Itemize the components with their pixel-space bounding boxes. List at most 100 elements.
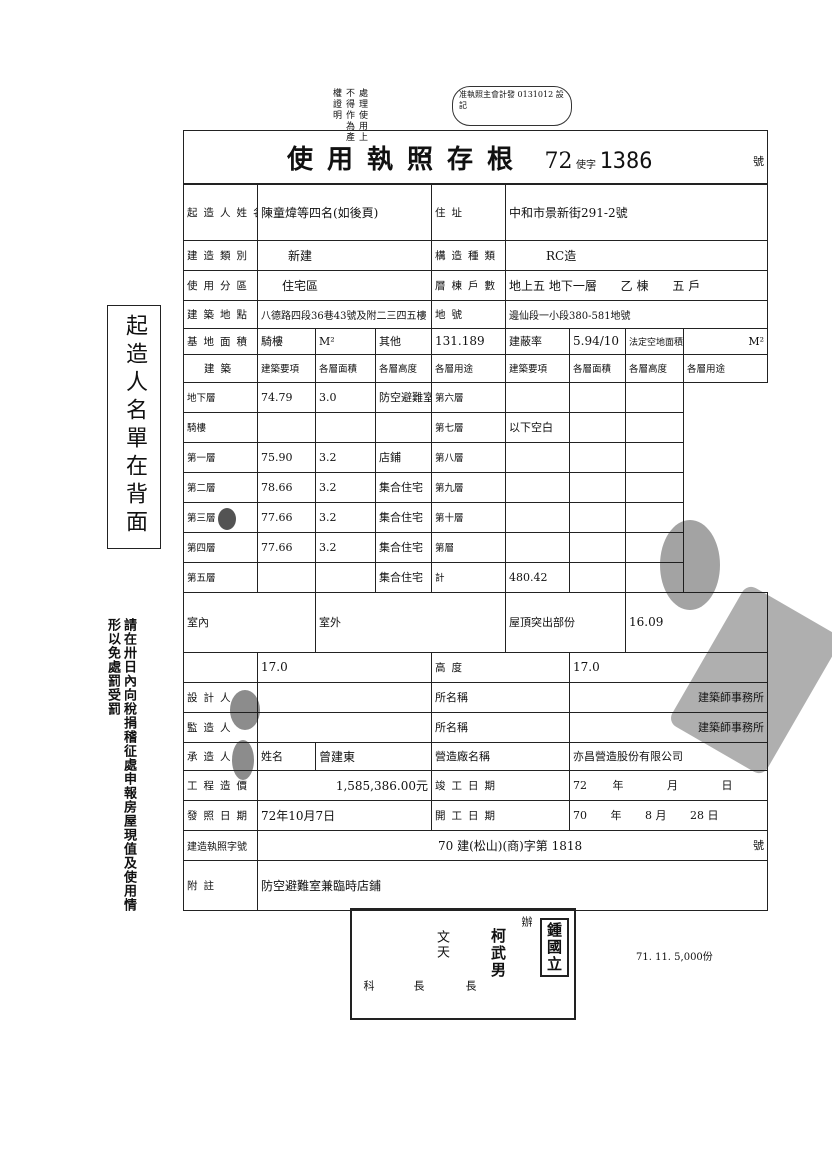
license-suffix: 號 xyxy=(753,154,765,168)
floor-cell-use: 店鋪 xyxy=(375,441,432,473)
signoff-name3: 鍾國立 xyxy=(540,918,569,977)
room-out-label: 室外 xyxy=(315,591,506,653)
units-suffix: 戶 xyxy=(688,278,701,293)
arcade-label: 騎樓 xyxy=(257,327,316,355)
permit-suffix: 號 xyxy=(753,838,765,852)
ink-blot xyxy=(232,740,254,780)
floor-cell-area2: 480.42 xyxy=(505,561,570,593)
contractor-name-value: 曾建東 xyxy=(315,741,432,771)
build-type-label: 建造類別 xyxy=(183,239,258,271)
floor-cell-name2: 第九層 xyxy=(431,471,506,503)
floor-row: 騎樓 第七層以下空白 xyxy=(183,411,768,443)
address-label: 住址 xyxy=(431,183,506,241)
floor-cell-height: 3.2 xyxy=(315,531,376,563)
floor-cell-use: 集合住宅 xyxy=(375,561,432,593)
build-type-value: 新建 xyxy=(257,239,432,271)
license-number: 1386 xyxy=(599,148,653,174)
floor-cell-use: 集合住宅 xyxy=(375,531,432,563)
floor-cell-area2 xyxy=(505,501,570,533)
floor-cell-use2 xyxy=(625,441,684,473)
floor-cell-area: 77.66 xyxy=(257,531,316,563)
fh-col7: 各層高度 xyxy=(625,353,684,383)
floor-cell-height2 xyxy=(569,531,626,563)
open-space-unit: M² xyxy=(682,327,769,355)
floor-cell-name2: 第六層 xyxy=(431,381,506,413)
floor-cell-height: 3.2 xyxy=(315,471,376,503)
floor-cell-height2 xyxy=(569,561,626,593)
top-stamp: 准執照主會計發 0131012 設記 xyxy=(452,86,572,126)
permit: 70 建(松山)(商)字第 1818 號 xyxy=(256,829,769,861)
signoff-c3: 長 xyxy=(464,980,477,993)
completion-d: 日 xyxy=(721,779,733,792)
structure-label: 構造種類 xyxy=(431,239,506,271)
arcade-unit: M² xyxy=(315,327,376,355)
supervisor-office-label: 所名稱 xyxy=(431,711,570,743)
form-footer: 71. 11. 5,000份 xyxy=(636,952,713,963)
floor-cell-name2: 第七層 xyxy=(431,411,506,443)
height-value-1: 17.0 xyxy=(257,651,432,683)
license-mid: 使字 xyxy=(576,159,597,171)
remark-value: 防空避難室兼臨時店鋪 xyxy=(256,859,769,911)
roof-label: 屋頂突出部份 xyxy=(505,591,626,653)
start-date: 70 年 8 月 28 日 xyxy=(568,799,769,831)
height-label: 高度 xyxy=(431,651,570,683)
area-label: 基地面積 xyxy=(183,327,258,355)
floor-cell-area2 xyxy=(505,381,570,413)
start-y: 年 xyxy=(610,809,622,822)
signoff-c4: 辦 xyxy=(520,916,533,929)
zoning-value: 住宅區 xyxy=(257,269,432,301)
signoff-c2: 長 xyxy=(412,980,425,993)
floor-cell-area xyxy=(257,411,316,443)
floor-cell-use2 xyxy=(625,381,684,413)
floor-cell-name2: 第十層 xyxy=(431,501,506,533)
fh-col3: 各層高度 xyxy=(375,353,432,383)
fh-col1: 建築要項 xyxy=(257,353,316,383)
floor-cell-area2 xyxy=(505,471,570,503)
block-value: 乙 xyxy=(620,278,633,293)
supervisor-office-value: 建築師事務所 xyxy=(568,711,769,743)
issue-value: 72年10月7日 xyxy=(257,799,432,831)
floor-cell-height: 3.2 xyxy=(315,501,376,533)
floor-cell-name2: 計 xyxy=(431,561,506,593)
address-value: 中和市景新街291-2號 xyxy=(504,183,769,241)
floor-cell-name2: 第八層 xyxy=(431,441,506,473)
floor-cell-height: 3.2 xyxy=(315,441,376,473)
signoff-c1: 科 xyxy=(362,980,375,993)
floor-cell-area: 75.90 xyxy=(257,441,316,473)
floor-cell-area: 74.79 xyxy=(257,381,316,413)
permit-label: 建造執照字號 xyxy=(183,829,258,861)
floor-cell-area: 78.66 xyxy=(257,471,316,503)
floor-cell-height2 xyxy=(569,471,626,503)
floors-count-value: 地上五 地下一層 xyxy=(509,278,597,293)
remark-label: 附註 xyxy=(183,859,258,911)
floor-cell-height2 xyxy=(569,381,626,413)
floor-cell-area: 77.66 xyxy=(257,501,316,533)
cost: 1,585,386.00元 xyxy=(257,769,432,801)
cost-value: 1,585,386.00 xyxy=(335,778,416,793)
site-label: 建築地點 xyxy=(183,299,258,329)
floor-cell-name2: 第層 xyxy=(431,531,506,563)
margin-note-2: 請在卅日內向稅捐稽征處申報房屋現值及使用情形以免處罰受罰 xyxy=(105,618,136,912)
designer-office-value: 建築師事務所 xyxy=(568,681,769,713)
applicant-value: 陳童煒等四名(如後頁) xyxy=(257,183,432,241)
site-value: 八德路四段36巷43號及附二三四五樓 xyxy=(257,299,432,329)
issue-label: 發照日期 xyxy=(183,799,258,831)
building-label: 建築 xyxy=(183,353,258,383)
start-m: 月 xyxy=(655,809,667,822)
completion-year: 72 xyxy=(573,779,587,792)
floor-cell-area2: 以下空白 xyxy=(505,411,570,443)
floor-cell-use: 防空避難室 xyxy=(375,381,432,413)
license-year: 72 xyxy=(544,148,573,174)
structure-value: RC造 xyxy=(504,239,769,271)
floor-cell-name: 第五層 xyxy=(183,561,258,593)
height-value-2: 17.0 xyxy=(568,651,769,683)
signoff-name1: 文天 xyxy=(434,930,449,960)
start-day: 28 xyxy=(690,809,704,822)
page-title: 使用執照存根 xyxy=(287,144,528,175)
floor-cell-use2 xyxy=(625,411,684,443)
floor-cell-name: 騎樓 xyxy=(183,411,258,443)
open-space-label: 法定空地面積 xyxy=(625,327,684,355)
contractor-name-label: 姓名 xyxy=(257,741,316,771)
